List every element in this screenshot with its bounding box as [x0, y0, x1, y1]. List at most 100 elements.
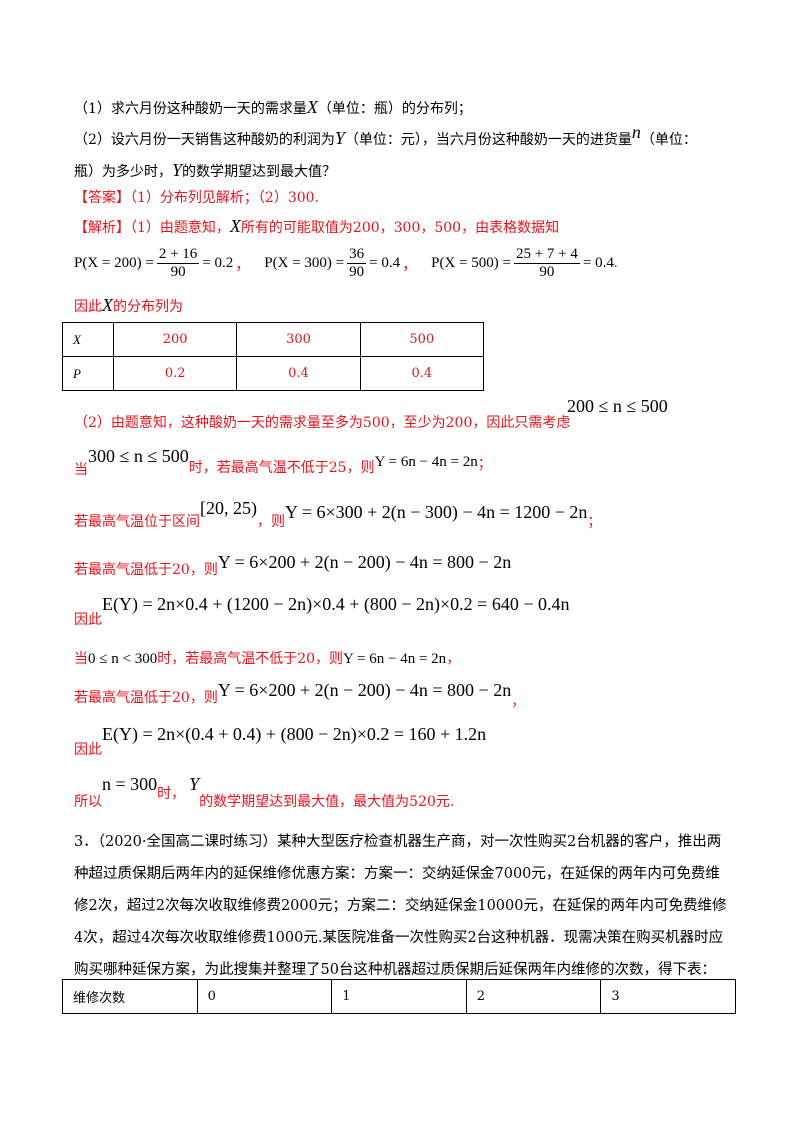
table-cell: 3 [600, 979, 736, 1014]
so-text: 所以 [74, 794, 102, 810]
analysis-text-b: 所有的可能取值为200，300，500，由表格数据知 [240, 220, 560, 236]
case3-line: 若最高气温低于20，则Y = 6×200 + 2(n − 200) − 4n =… [74, 552, 512, 578]
p300-rhs: = 0.4 [369, 255, 401, 271]
p300-denominator: 90 [349, 264, 365, 280]
analysis-label: 【解析】 [74, 220, 130, 236]
var-x: X [102, 295, 113, 315]
table-cell: 0.2 [112, 356, 238, 391]
case4-range: 0 ≤ n < 300 [88, 651, 158, 667]
case2-interval: [20, 25) [200, 498, 257, 518]
p500-lhs: P(X = 500) = [431, 255, 511, 271]
table-cell: 0.4 [359, 356, 485, 391]
part2-range: 200 ≤ n ≤ 500 [567, 396, 668, 416]
table-cell: 200 [112, 322, 238, 357]
answer-label: 【答案】 [74, 190, 130, 206]
table-cell: 500 [359, 322, 485, 357]
case1-range: 300 ≤ n ≤ 500 [88, 446, 189, 466]
semicolon: ； [587, 514, 602, 530]
answer-line: 【答案】（1）分布列见解析；（2）300. [74, 187, 319, 207]
p500-rhs: = 0.4 [582, 255, 614, 271]
p200-denominator: 90 [170, 264, 186, 280]
question-1: （1）求六月份这种酸奶一天的需求量X（单位：瓶）的分布列； [74, 97, 472, 118]
question-2-cont: 瓶）为多少时，Y的数学期望达到最大值？ [74, 160, 336, 181]
p500-numerator: 25 + 7 + 4 [513, 246, 580, 264]
question-1-text: （1）求六月份这种酸奶一天的需求量 [74, 101, 307, 117]
p200-lhs: P(X = 200) = [74, 255, 154, 271]
var-y: Y [334, 128, 345, 148]
var-y: Y [172, 160, 183, 180]
case2-line: 若最高气温位于区间[20, 25)，则Y = 6×300 + 2(n − 300… [74, 498, 601, 530]
var-x: X [229, 216, 241, 236]
conclusion-n: n = 300 [102, 774, 158, 794]
analysis-text: （1）由题意知， [130, 220, 230, 236]
expectation-1-expr: E(Y) = 2n×0.4 + (1200 − 2n)×0.4 + (800 −… [102, 594, 570, 614]
case5-text: 若最高气温低于20，则 [74, 690, 218, 706]
dist-intro-text-b: 的分布列为 [113, 299, 183, 315]
comma: ， [446, 651, 461, 667]
table-cell: X [62, 322, 114, 357]
answer-text: （1）分布列见解析；（2）300. [130, 190, 319, 206]
hence-text: 因此 [74, 612, 102, 628]
case1-text: 时，若最高气温不低于25，则 [188, 460, 375, 476]
repair-table: 维修次数 0 1 2 3 [62, 979, 736, 1014]
case4-text: 时，若最高气温不低于20，则 [157, 651, 344, 667]
table-cell: 0.4 [236, 356, 361, 391]
conclusion-line: 所以n = 300时，Y的数学期望达到最大值，最大值为520元. [74, 774, 454, 810]
question-2-text-d: 瓶）为多少时， [74, 164, 172, 180]
p300-numerator: 36 [347, 246, 367, 264]
question-2-text-b: （单位：元），当六月份这种酸奶一天的进货量 [344, 132, 632, 148]
table-cell: 维修次数 [62, 979, 198, 1014]
problem-3: 3．（2020·全国高二课时练习）某种大型医疗检查机器生产商，对一次性购买2台机… [74, 834, 727, 978]
table-cell: 1 [331, 979, 467, 1014]
expectation-2-expr: E(Y) = 2n×(0.4 + 0.4) + (800 − 2n)×0.2 =… [102, 724, 487, 744]
question-2-text: （2）设六月份一天销售这种酸奶的利润为 [74, 132, 335, 148]
case1-line: 当300 ≤ n ≤ 500时，若最高气温不低于25，则Y = 6n − 4n … [74, 446, 492, 478]
hence-text: 因此 [74, 742, 102, 758]
var-n: n [631, 122, 641, 142]
comma: ， [402, 257, 418, 273]
period: . [613, 255, 618, 271]
case2-expr: Y = 6×300 + 2(n − 300) − 4n = 1200 − 2n [285, 502, 588, 522]
question-1-rest: （单位：瓶）的分布列； [317, 101, 472, 117]
semicolon: ； [477, 456, 492, 472]
case2-text: 若最高气温位于区间 [74, 514, 200, 530]
when-text: 当 [74, 651, 88, 667]
comma: ， [235, 257, 251, 273]
part2-line: （2）由题意知，这种酸奶一天的需求量至多为500，至少为200，因此只需考虑 [74, 415, 571, 431]
analysis-line: 【解析】（1）由题意知，X所有的可能取值为200，300，500，由表格数据知 [74, 216, 559, 237]
var-x: X [306, 97, 318, 117]
question-2: （2）设六月份一天销售这种酸奶的利润为Y（单位：元），当六月份这种酸奶一天的进货… [74, 122, 697, 149]
table-row: X 200 300 500 [62, 322, 485, 357]
case3-expr: Y = 6×200 + 2(n − 200) − 4n = 800 − 2n [217, 552, 512, 572]
table-cell: 300 [236, 322, 361, 357]
var-y: Y [189, 774, 200, 794]
distribution-intro: 因此X的分布列为 [74, 295, 183, 316]
p200-rhs: = 0.2 [202, 255, 234, 271]
table-cell: P [62, 356, 114, 391]
case4-line: 当0 ≤ n < 300时，若最高气温不低于20，则Y = 6n − 4n = … [74, 648, 460, 668]
distribution-table: X 200 300 500 P 0.2 0.4 0.4 [62, 322, 485, 391]
question-2-text-e: 的数学期望达到最大值？ [182, 164, 337, 180]
p200-numerator: 2 + 16 [156, 246, 200, 264]
case2-then: ，则 [257, 514, 285, 530]
when-text: 当 [74, 462, 88, 478]
comma: ， [511, 694, 526, 710]
dist-intro-text: 因此 [74, 299, 102, 315]
case5-expr: Y = 6×200 + 2(n − 200) − 4n = 800 − 2n [217, 680, 512, 700]
case5-line: 若最高气温低于20，则Y = 6×200 + 2(n − 200) − 4n =… [74, 680, 525, 710]
conclusion-mid: 时， [157, 786, 186, 802]
expectation-1: 因此E(Y) = 2n×0.4 + (1200 − 2n)×0.4 + (800… [74, 594, 570, 628]
question-2-text-c: （单位： [640, 132, 697, 148]
case1-expr: Y = 6n − 4n = 2n [374, 454, 478, 470]
case3-text: 若最高气温低于20，则 [74, 562, 218, 578]
table-cell: 0 [196, 979, 333, 1014]
p300-lhs: P(X = 300) = [264, 255, 345, 271]
table-row: 维修次数 0 1 2 3 [62, 979, 736, 1014]
case4-expr: Y = 6n − 4n = 2n [343, 651, 447, 667]
table-row: P 0.2 0.4 0.4 [62, 356, 485, 391]
p500-denominator: 90 [539, 264, 555, 280]
